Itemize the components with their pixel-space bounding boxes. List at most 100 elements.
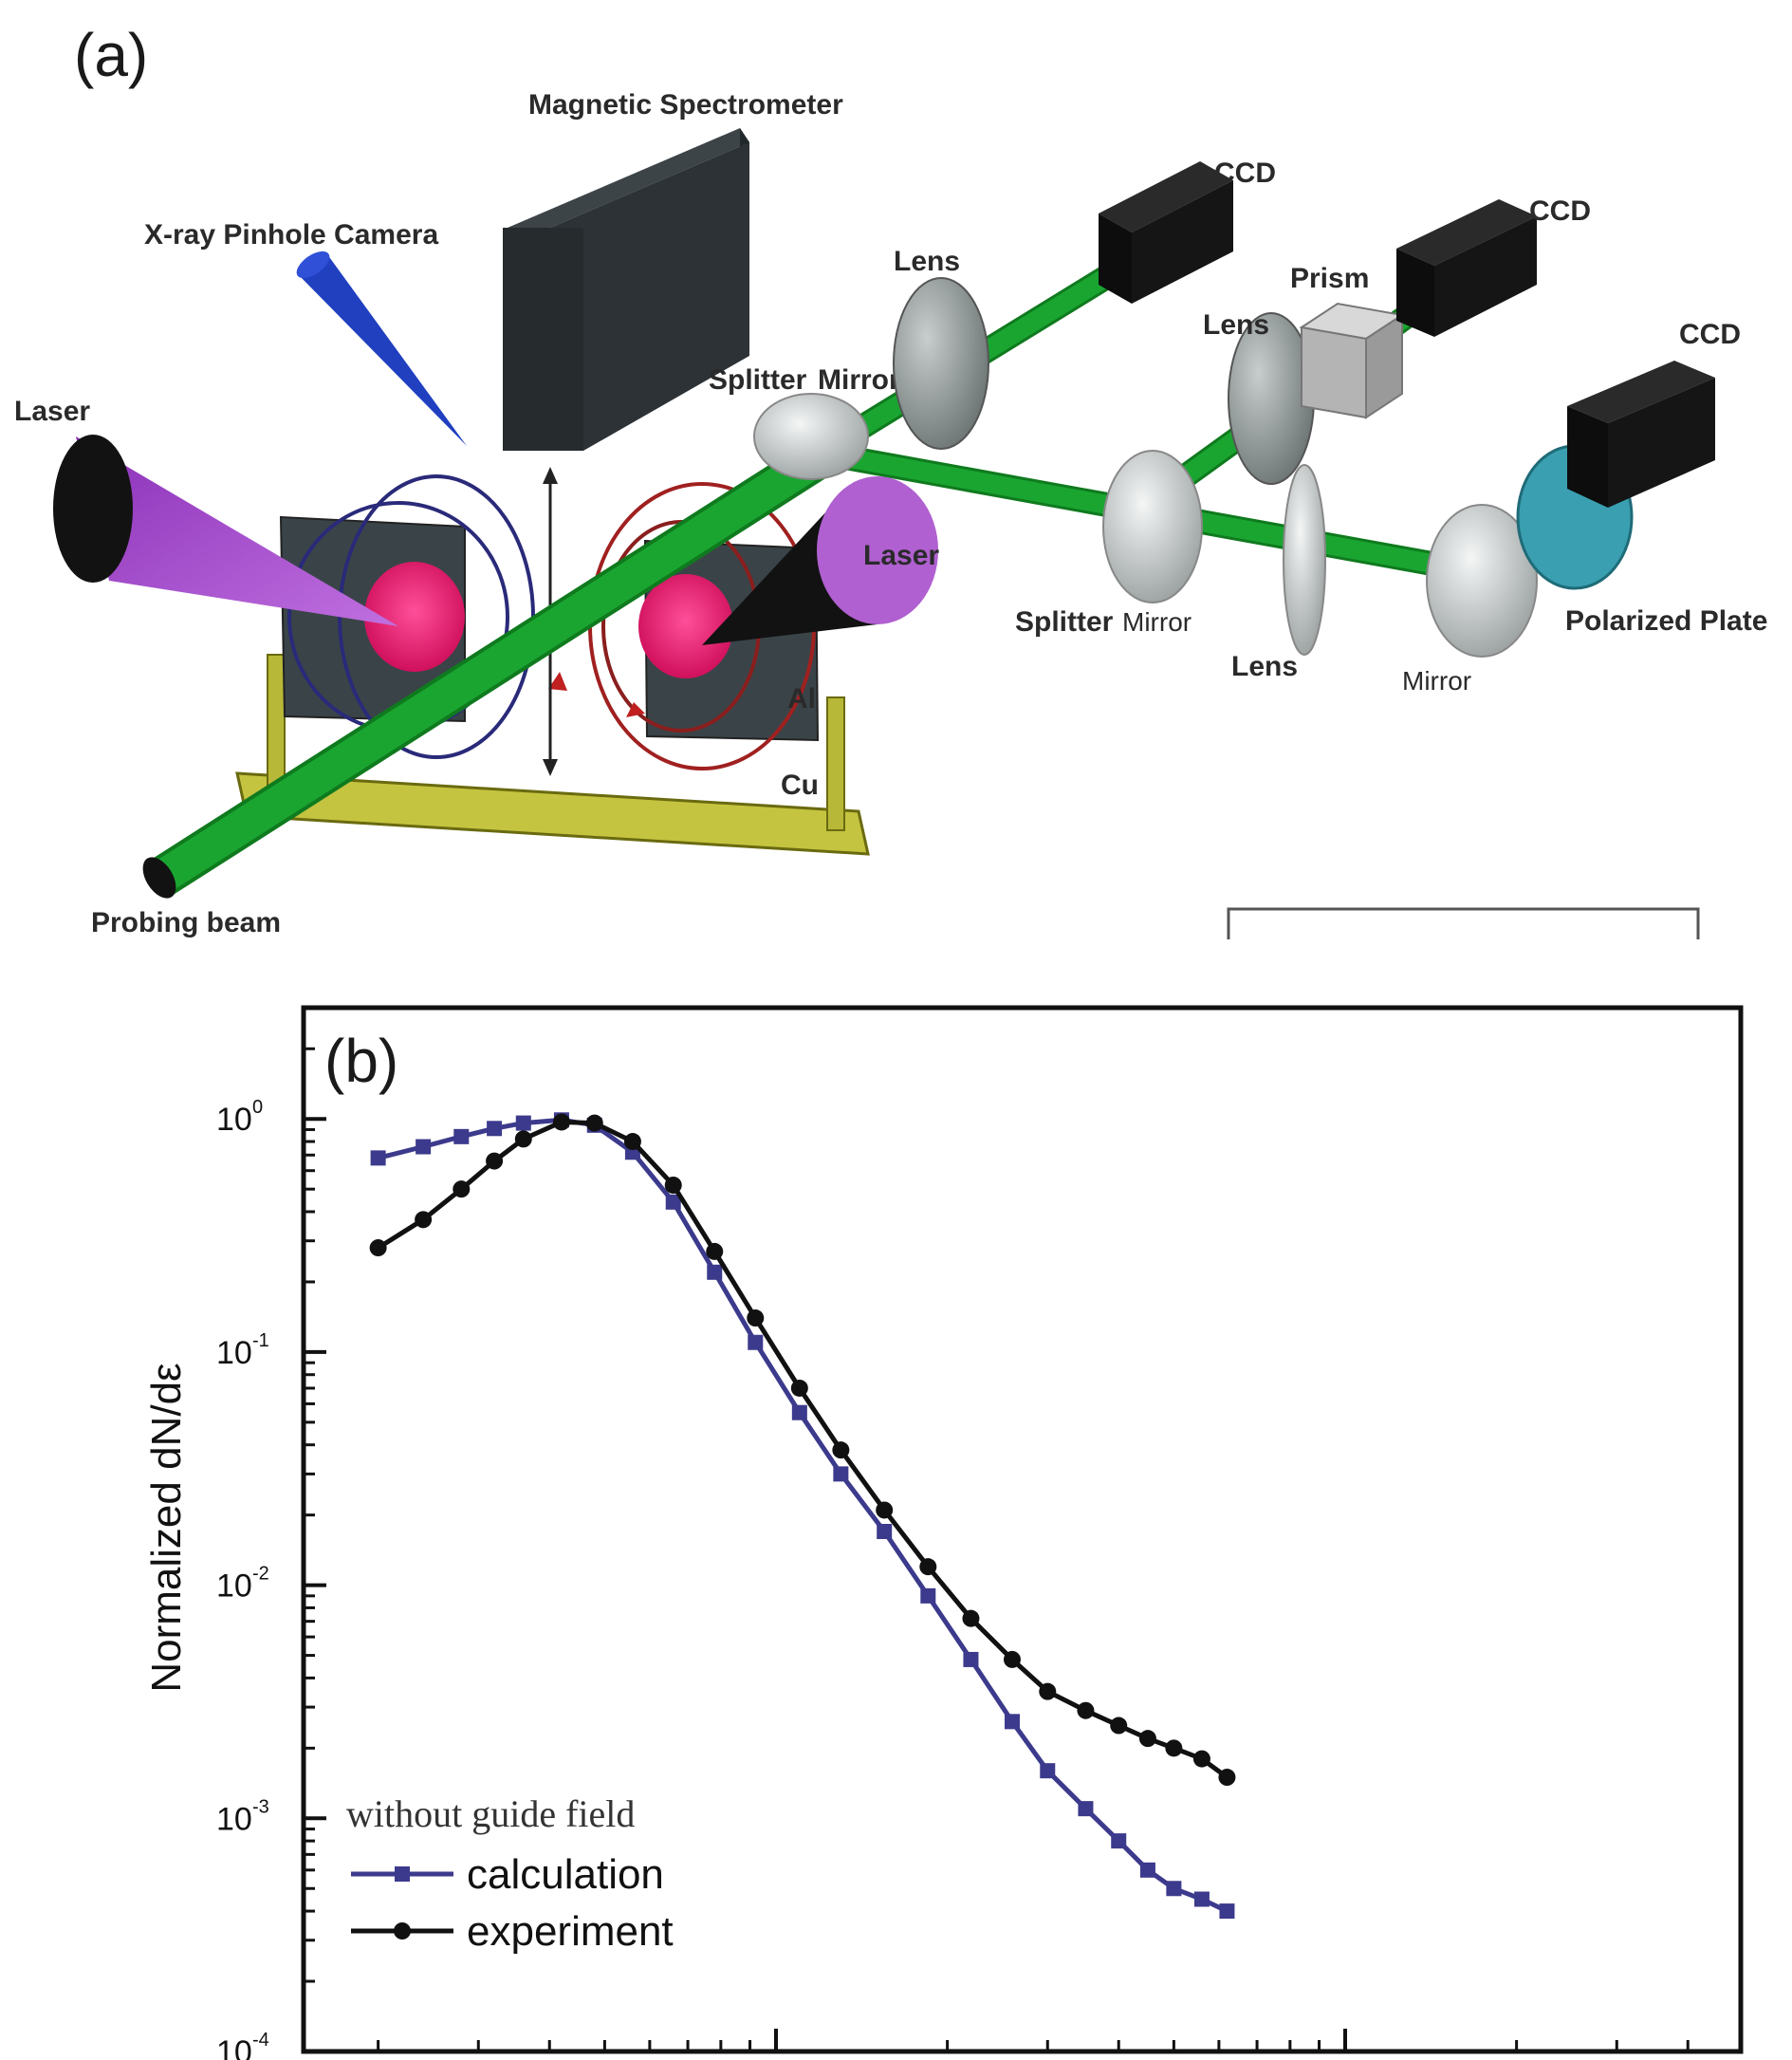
point-experiment bbox=[1192, 1750, 1210, 1768]
point-experiment bbox=[1218, 1769, 1236, 1787]
point-experiment bbox=[1077, 1701, 1095, 1719]
point-calculation bbox=[453, 1128, 470, 1144]
y-tick-exponent: -1 bbox=[252, 1330, 269, 1351]
laser-right bbox=[702, 476, 938, 645]
label-ccd-1: CCD bbox=[1214, 158, 1276, 189]
label-polarized-plate: Polarized Plate bbox=[1565, 605, 1767, 637]
point-calculation bbox=[665, 1194, 681, 1210]
label-laser-left: Laser bbox=[14, 396, 90, 427]
point-calculation bbox=[370, 1150, 386, 1166]
ccd-2 bbox=[1396, 199, 1537, 337]
point-calculation bbox=[1111, 1833, 1127, 1849]
point-calculation bbox=[1166, 1881, 1182, 1897]
point-experiment bbox=[623, 1133, 641, 1151]
point-experiment bbox=[486, 1152, 504, 1170]
panel-a-letter: (a) bbox=[74, 21, 148, 89]
xray-pinhole-camera bbox=[296, 251, 467, 446]
label-lens-1: Lens bbox=[894, 246, 960, 277]
point-calculation bbox=[920, 1587, 936, 1604]
y-tick-exponent: -4 bbox=[252, 2030, 269, 2051]
point-calculation bbox=[1139, 1862, 1155, 1878]
label-lens-3: Lens bbox=[1231, 651, 1298, 682]
point-experiment bbox=[919, 1558, 937, 1576]
point-experiment bbox=[1039, 1682, 1057, 1700]
y-tick-label: 10 bbox=[216, 1335, 252, 1371]
point-calculation bbox=[1004, 1714, 1020, 1730]
panel-a: (a) Magnetic Spectrometer X-ray Pinhole … bbox=[14, 21, 1767, 939]
label-laser-right: Laser bbox=[863, 540, 939, 571]
point-experiment bbox=[664, 1177, 682, 1195]
label-xray-camera: X-ray Pinhole Camera bbox=[144, 219, 438, 251]
label-cu: Cu bbox=[781, 770, 819, 801]
legend-marker-experiment bbox=[394, 1922, 411, 1939]
label-ccd-2: CCD bbox=[1529, 195, 1591, 227]
y-axis-label: Normalized dN/dε bbox=[143, 1363, 190, 1692]
point-experiment bbox=[585, 1114, 603, 1132]
label-al: Al bbox=[787, 683, 816, 715]
point-experiment bbox=[369, 1239, 387, 1257]
point-calculation bbox=[877, 1523, 893, 1539]
point-calculation bbox=[1219, 1903, 1235, 1920]
y-tick-exponent: -2 bbox=[252, 1564, 269, 1585]
point-experiment bbox=[832, 1441, 850, 1459]
point-experiment bbox=[514, 1130, 532, 1148]
point-calculation bbox=[1193, 1891, 1210, 1907]
magnetic-spectrometer bbox=[503, 128, 749, 451]
label-mirror-bottom: Mirror bbox=[1122, 607, 1192, 637]
y-tick-label: 10 bbox=[216, 1801, 252, 1837]
point-experiment bbox=[1003, 1650, 1021, 1668]
legend: without guide field calculation experime… bbox=[346, 1792, 674, 1955]
x-axis-ticks bbox=[377, 2029, 1690, 2051]
point-experiment bbox=[962, 1609, 980, 1627]
label-splitter-bottom: Splitter bbox=[1015, 606, 1114, 638]
label-mirror: Mirror bbox=[1402, 666, 1471, 696]
prism bbox=[1299, 302, 1405, 419]
point-experiment bbox=[1165, 1739, 1183, 1757]
panel-a-bracket bbox=[1227, 907, 1700, 939]
y-tick-exponent: 0 bbox=[252, 1097, 263, 1118]
point-calculation bbox=[748, 1334, 764, 1350]
point-calculation bbox=[487, 1121, 503, 1137]
legend-label-experiment: experiment bbox=[467, 1908, 674, 1955]
label-probing-beam: Probing beam bbox=[91, 907, 281, 938]
point-calculation bbox=[1040, 1763, 1056, 1779]
label-ccd-3: CCD bbox=[1679, 319, 1741, 350]
label-splitter-top: Splitter bbox=[709, 364, 807, 396]
legend-title: without guide field bbox=[346, 1792, 635, 1835]
point-calculation bbox=[833, 1466, 849, 1482]
point-calculation bbox=[515, 1115, 531, 1131]
legend-marker-calculation bbox=[395, 1866, 410, 1882]
point-calculation bbox=[707, 1264, 723, 1280]
point-experiment bbox=[453, 1180, 471, 1198]
series-layer bbox=[369, 1112, 1236, 1920]
point-experiment bbox=[415, 1211, 433, 1229]
lens-3 bbox=[1283, 464, 1326, 656]
splitter-mirror-top bbox=[753, 393, 869, 480]
point-calculation bbox=[1078, 1801, 1094, 1817]
laser-left bbox=[53, 435, 398, 626]
label-magnetic-spectrometer: Magnetic Spectrometer bbox=[528, 89, 843, 121]
point-experiment bbox=[552, 1113, 570, 1131]
stand-cu bbox=[235, 654, 870, 856]
y-tick-label: 10 bbox=[216, 2034, 252, 2060]
point-calculation bbox=[963, 1651, 979, 1667]
point-experiment bbox=[876, 1501, 894, 1519]
y-tick-label: 10 bbox=[216, 1568, 252, 1605]
y-tick-label: 10 bbox=[216, 1102, 252, 1138]
label-mirror-top: Mirror bbox=[818, 364, 900, 396]
plot-frame bbox=[301, 1005, 1744, 2054]
point-calculation bbox=[416, 1139, 432, 1155]
mirror bbox=[1426, 504, 1538, 658]
label-prism: Prism bbox=[1290, 263, 1369, 294]
point-experiment bbox=[1138, 1730, 1156, 1748]
point-experiment bbox=[706, 1242, 724, 1260]
label-lens-2: Lens bbox=[1203, 309, 1269, 341]
y-tick-exponent: -3 bbox=[252, 1796, 269, 1817]
ccd-1 bbox=[1099, 161, 1233, 304]
point-experiment bbox=[747, 1309, 765, 1327]
ccd-3 bbox=[1567, 361, 1715, 508]
point-calculation bbox=[791, 1404, 807, 1420]
